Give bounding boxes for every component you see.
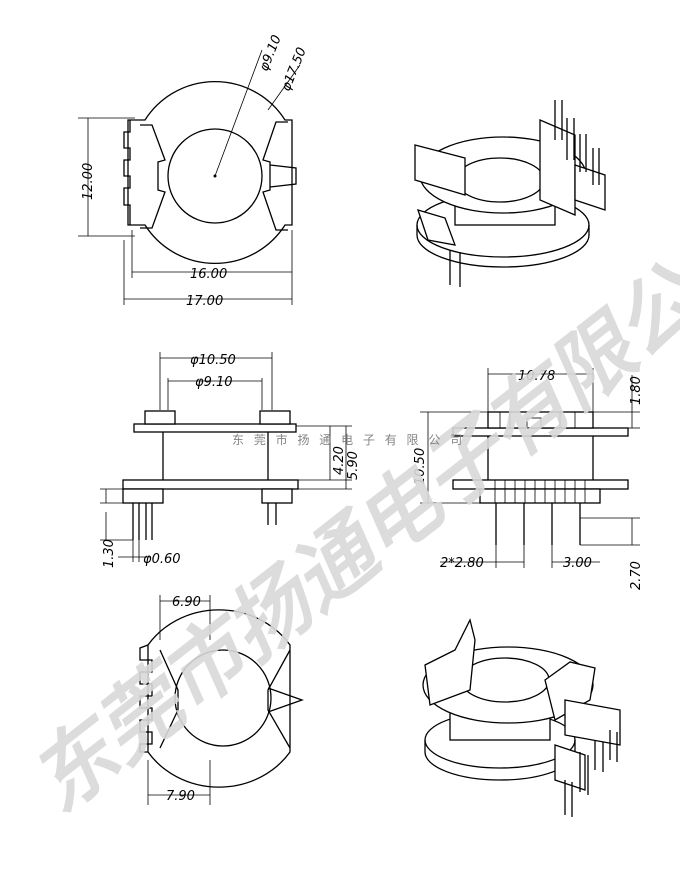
top-view-core-circle <box>167 128 263 224</box>
front-view-height-1-label: 4.20 <box>332 446 347 475</box>
top-view-height-label: 12.00 <box>81 163 96 200</box>
iso1-pin-header <box>539 119 576 216</box>
bottom-view: 6.90 7.90 <box>139 595 304 805</box>
top-view-left-clip <box>140 124 166 229</box>
top-view-right-clip <box>262 121 288 231</box>
isometric-view-bottom <box>422 618 621 817</box>
top-view-outline <box>127 80 293 265</box>
front-view-pin-diameter-label: φ0.60 <box>143 552 181 567</box>
side-view-total-height-label: 10.50 <box>413 448 428 485</box>
front-view-top-flange <box>133 423 297 433</box>
front-view-pin-length-label: 1.30 <box>102 539 117 568</box>
side-view-top-offset-label: 1.80 <box>629 376 644 405</box>
side-view-pin-spacing-label: 3.00 <box>563 556 592 571</box>
top-view-leader-outer <box>267 64 301 111</box>
front-view: φ10.50 φ9.10 4.20 5.90 1.30 φ0.60 <box>100 352 361 568</box>
front-view-core-diameter-label: φ9.10 <box>195 375 233 390</box>
bottom-view-bottom-width-label: 7.90 <box>166 789 195 804</box>
front-view-height-2-label: 5.90 <box>346 451 361 480</box>
side-view-width-label: 10.78 <box>518 369 555 384</box>
watermark-company-small: 东 莞 市 扬 通 电 子 有 限 公 司 <box>232 432 465 447</box>
bottom-view-top-width-label: 6.90 <box>172 595 201 610</box>
bottom-view-core-circle <box>174 649 272 747</box>
top-view-pin-notches <box>123 120 131 225</box>
bottom-view-pin-slots <box>139 644 153 753</box>
isometric-view-top <box>414 100 606 287</box>
front-view-flange-diameter-label: φ10.50 <box>190 353 236 368</box>
top-view-right-tab <box>269 164 297 188</box>
top-view-overall-width-label: 17.00 <box>186 294 223 309</box>
iso2-left-clip <box>424 618 476 706</box>
side-view-pin-pitch-label: 2*2.80 <box>440 556 484 571</box>
top-view: φ9.10 φ17.50 12.00 16.00 17.00 <box>78 33 310 309</box>
iso2-right-clip <box>544 661 596 721</box>
top-view-inner-width-label: 16.00 <box>190 267 227 282</box>
iso1-left-clip <box>414 144 466 196</box>
bottom-view-outline <box>147 609 291 788</box>
side-view: 10.78 1.80 10.50 2*2.80 3.00 2.70 <box>413 368 644 590</box>
side-view-pin-length-label: 2.70 <box>629 561 644 590</box>
iso2-pin-header <box>564 699 621 746</box>
front-view-bottom-flange <box>122 479 299 490</box>
top-view-outer-diameter-label: φ17.50 <box>279 45 310 93</box>
top-view-leader-inner <box>214 49 263 177</box>
